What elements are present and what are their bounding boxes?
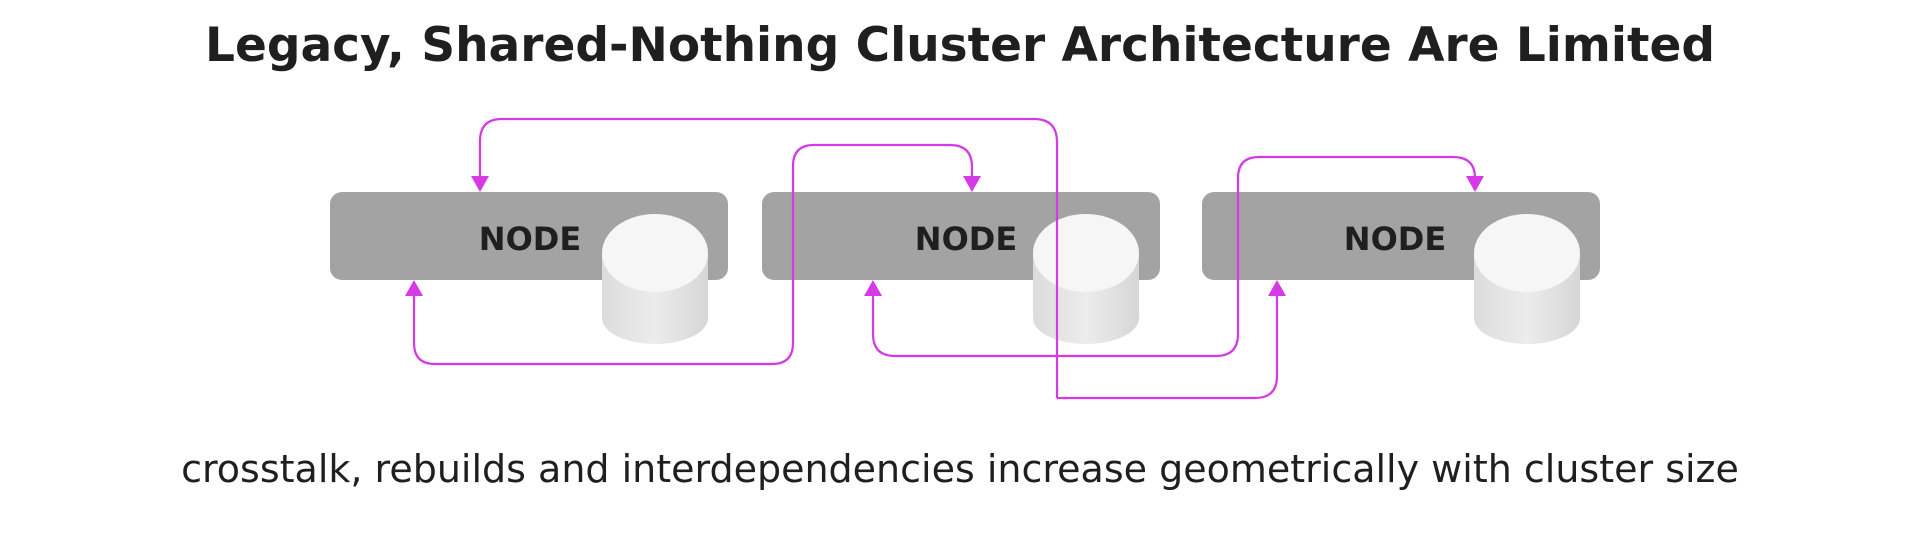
arrowhead-icon	[864, 280, 882, 296]
caption: crosstalk, rebuilds and interdependencie…	[181, 447, 1739, 491]
disk-cylinder-icon	[602, 214, 708, 344]
node-label: NODE	[479, 220, 581, 258]
arrowhead-icon	[405, 280, 423, 296]
connection-line	[871, 155, 1477, 358]
page-title: Legacy, Shared-Nothing Cluster Architect…	[205, 18, 1715, 73]
connection-line	[1057, 294, 1279, 400]
arrowhead-icon	[1466, 176, 1484, 192]
disk-cylinder-icon	[1033, 214, 1139, 344]
node-label: NODE	[1344, 220, 1446, 258]
connection-line	[478, 117, 1059, 398]
node-label: NODE	[915, 220, 1017, 258]
arrowhead-icon	[471, 176, 489, 192]
arrowhead-icon	[1268, 280, 1286, 296]
arrowhead-icon	[963, 176, 981, 192]
disk-cylinder-icon	[1474, 214, 1580, 344]
connection-line	[412, 143, 974, 366]
